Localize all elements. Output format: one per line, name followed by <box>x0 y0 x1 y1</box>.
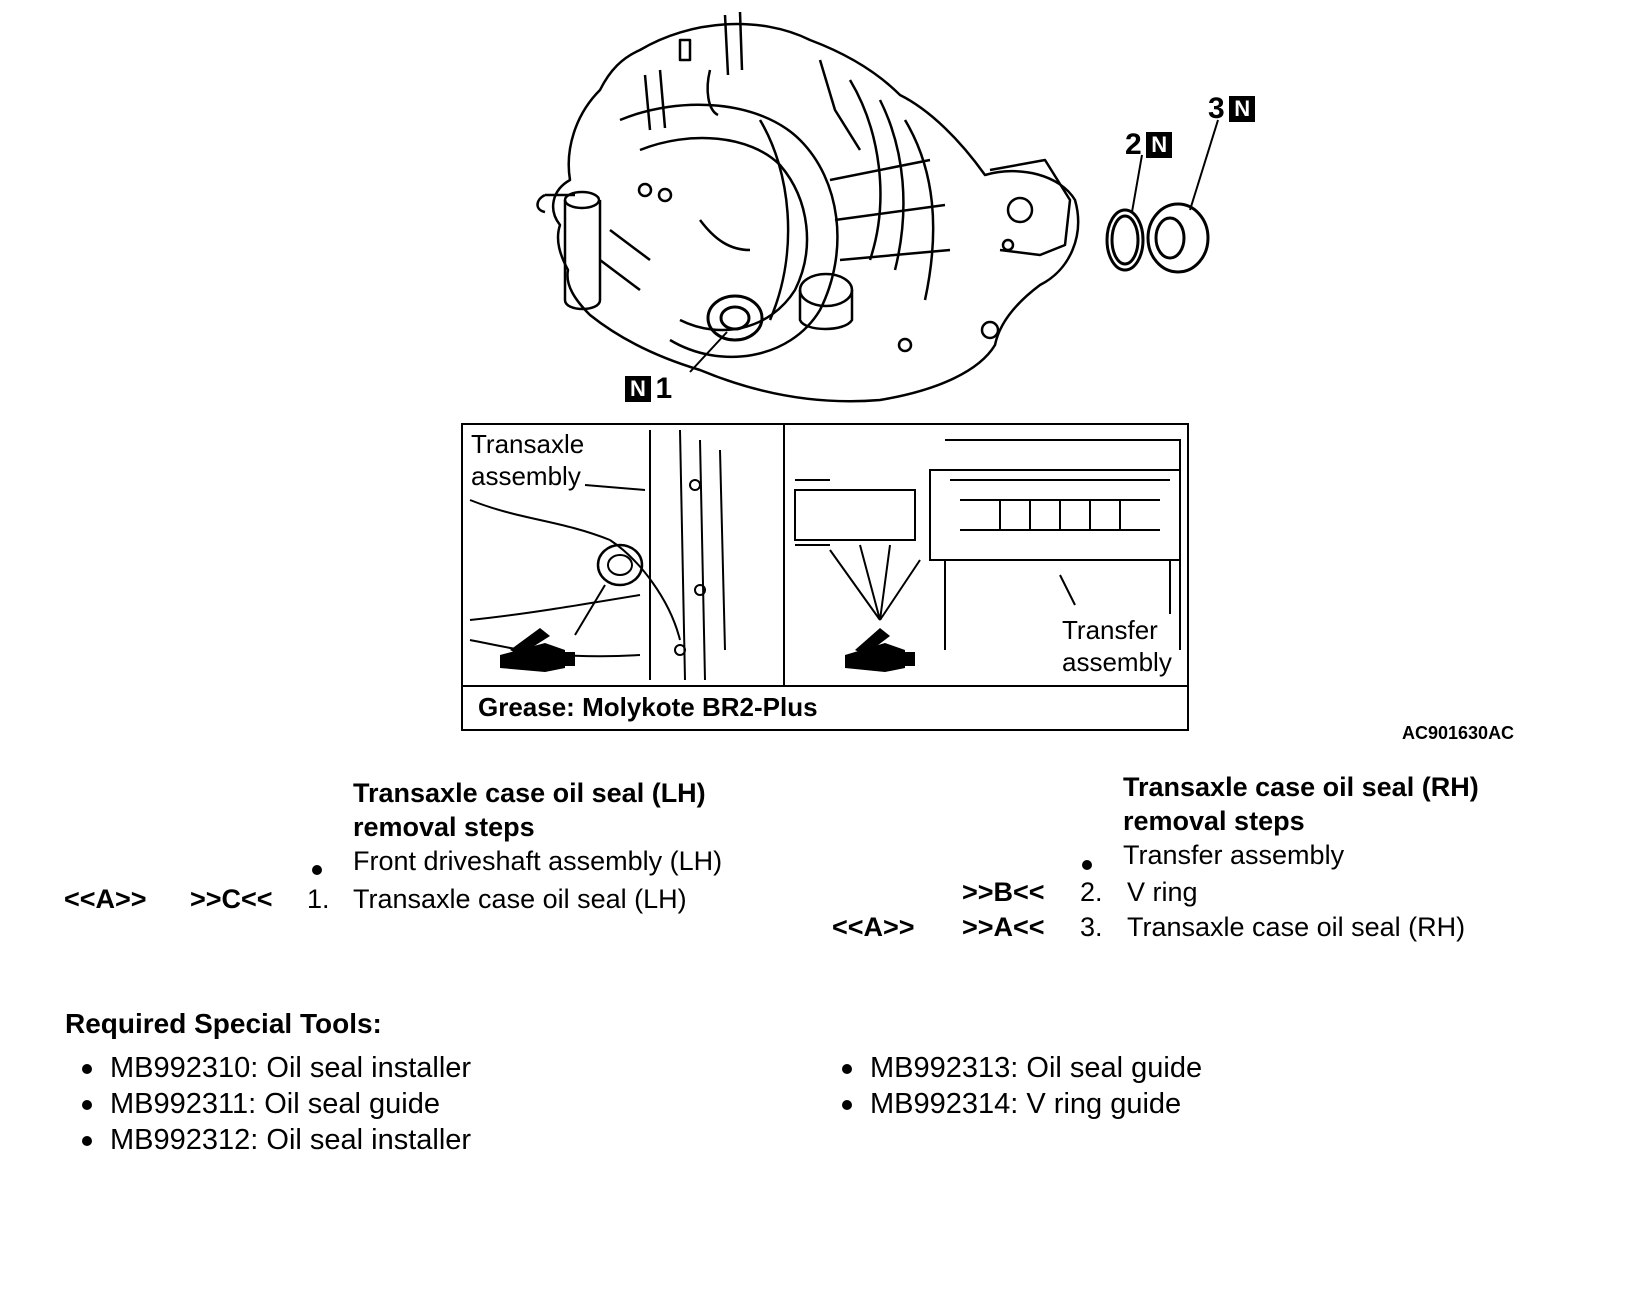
transaxle-assembly-label: Transaxle assembly <box>471 428 585 492</box>
title-line: Transaxle case oil seal (LH) <box>353 778 706 808</box>
transaxle-case-drawing <box>536 11 1080 403</box>
lh-step-prerequisite: Front driveshaft assembly (LH) <box>353 846 723 876</box>
label-line: Transaxle <box>471 429 585 459</box>
tool-item: MB992314: V ring guide <box>842 1086 1202 1122</box>
v-ring-drawing <box>1105 154 1145 272</box>
tool-text: MB992310: Oil seal installer <box>110 1052 472 1084</box>
rh-oil-seal-drawing <box>1146 119 1219 274</box>
bullet-icon <box>842 1064 852 1075</box>
transaxle-illustration <box>461 11 1219 731</box>
tool-item: MB992311: Oil seal guide <box>82 1086 471 1122</box>
label-line: Transfer <box>1062 615 1158 645</box>
lh-removal-ref: <<A>> <box>64 884 147 914</box>
callout-number: 2 <box>1125 128 1142 161</box>
callout-number: 1 <box>655 372 673 405</box>
rh-step-oil-seal: Transaxle case oil seal (RH) <box>1127 912 1466 942</box>
callout-part-2: 2 N <box>1125 128 1173 162</box>
tools-list-col2: MB992313: Oil seal guide MB992314: V rin… <box>842 1050 1202 1122</box>
callout-part-3: 3 N <box>1208 92 1256 126</box>
label-line: assembly <box>471 461 581 491</box>
bullet-icon <box>82 1136 92 1147</box>
bullet-icon <box>82 1064 92 1075</box>
tool-item: MB992312: Oil seal installer <box>82 1122 471 1158</box>
bullet-icon <box>1082 860 1092 870</box>
n-badge-icon: N <box>625 376 651 402</box>
tools-list-col1: MB992310: Oil seal installer MB992311: O… <box>82 1050 471 1158</box>
rh-steps-title: Transaxle case oil seal (RH) removal ste… <box>1123 770 1479 838</box>
lh-install-ref: >>C<< <box>190 884 273 914</box>
label-line: assembly <box>1062 647 1172 677</box>
grease-tube-icon-right <box>845 628 915 672</box>
n-badge-icon: N <box>1229 96 1256 122</box>
bullet-icon <box>82 1100 92 1111</box>
tool-text: MB992313: Oil seal guide <box>870 1052 1203 1084</box>
lh-step-oil-seal: Transaxle case oil seal (LH) <box>353 884 687 914</box>
lh-oil-seal-drawing <box>689 294 764 373</box>
lh-steps-title: Transaxle case oil seal (LH) removal ste… <box>353 776 706 844</box>
figure-code: AC901630AC <box>1402 723 1515 743</box>
tool-item: MB992310: Oil seal installer <box>82 1050 471 1086</box>
lh-step-number: 1. <box>307 884 330 914</box>
rh-install-ref-2: >>B<< <box>962 877 1045 907</box>
tool-text: MB992314: V ring guide <box>870 1088 1182 1120</box>
tools-title: Required Special Tools: <box>65 1008 382 1039</box>
tool-text: MB992312: Oil seal installer <box>110 1124 472 1156</box>
title-line: Transaxle case oil seal (RH) <box>1123 772 1479 802</box>
tool-text: MB992311: Oil seal guide <box>110 1088 440 1120</box>
inset-right-drawing <box>794 439 1181 650</box>
grease-note: Grease: Molykote BR2-Plus <box>478 692 818 722</box>
rh-step-prerequisite: Transfer assembly <box>1123 840 1345 870</box>
title-line: removal steps <box>1123 806 1305 836</box>
callout-part-1: N 1 <box>625 372 672 406</box>
grease-tube-icon-left <box>500 628 575 672</box>
bullet-icon <box>312 865 322 875</box>
title-line: removal steps <box>353 812 535 842</box>
rh-step-v-ring: V ring <box>1127 877 1198 907</box>
inset-frame <box>461 423 1189 731</box>
tool-item: MB992313: Oil seal guide <box>842 1050 1202 1086</box>
rh-step-number-2: 2. <box>1080 877 1103 907</box>
rh-removal-ref-3: <<A>> <box>832 912 915 942</box>
rh-install-ref-3: >>A<< <box>962 912 1045 942</box>
transfer-assembly-label: Transfer assembly <box>1062 614 1172 678</box>
rh-step-number-3: 3. <box>1080 912 1103 942</box>
n-badge-icon: N <box>1146 132 1173 158</box>
bullet-icon <box>842 1100 852 1111</box>
callout-number: 3 <box>1208 92 1225 125</box>
